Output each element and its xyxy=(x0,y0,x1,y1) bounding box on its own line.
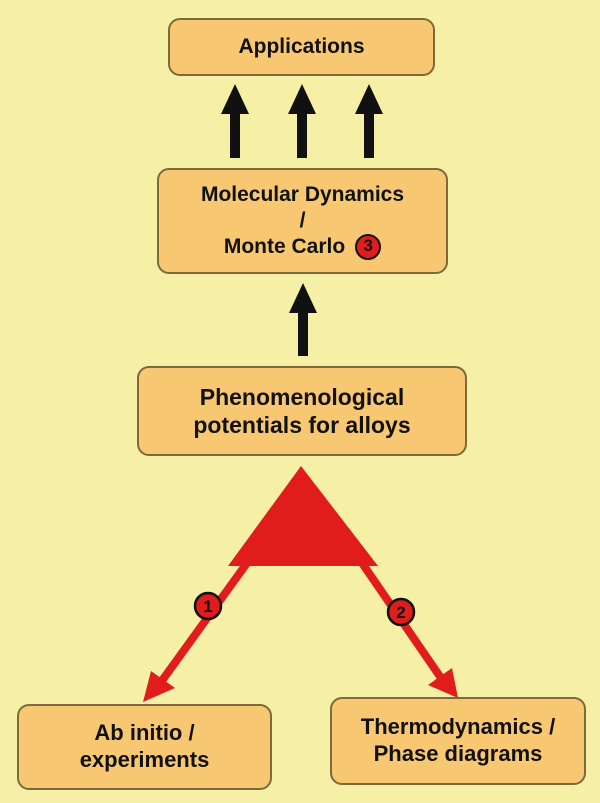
thermodynamics-box: Thermodynamics / Phase diagrams xyxy=(330,697,586,785)
arrow-to-md-mc xyxy=(289,283,317,356)
badge-1: 1 xyxy=(193,591,223,621)
thermo-line2: Phase diagrams xyxy=(373,741,543,766)
red-triangle xyxy=(228,466,378,566)
red-arrow-right xyxy=(358,560,458,698)
md-line2: / xyxy=(299,209,306,232)
arrow-to-applications-right xyxy=(355,84,383,158)
red-arrow-left xyxy=(143,560,251,702)
badge-1-text: 1 xyxy=(203,597,212,616)
md-line3: Monte Carlo xyxy=(223,234,346,258)
abinitio-line1: Ab initio / xyxy=(94,720,195,746)
badge-2: 2 xyxy=(386,597,416,627)
applications-label: Applications xyxy=(238,35,365,59)
abinitio-line2: experiments xyxy=(79,747,210,772)
md-mc-box: Molecular Dynamics / Monte Carlo 3 xyxy=(157,168,448,274)
thermo-line1: Thermodynamics / xyxy=(360,714,556,740)
md-line1: Molecular Dynamics xyxy=(200,183,405,207)
phenomenological-box: Phenomenological potentials for alloys xyxy=(137,366,467,456)
md-line3-row: Monte Carlo 3 xyxy=(223,233,382,260)
badge-2-text: 2 xyxy=(396,603,405,622)
arrow-to-applications-center xyxy=(288,84,316,158)
phenom-line2: potentials for alloys xyxy=(193,412,411,438)
ab-initio-box: Ab initio / experiments xyxy=(17,704,272,790)
arrow-to-applications-left xyxy=(221,84,249,158)
phenom-line1: Phenomenological xyxy=(199,383,405,410)
applications-box: Applications xyxy=(168,18,435,76)
badge-3: 3 xyxy=(355,233,382,260)
